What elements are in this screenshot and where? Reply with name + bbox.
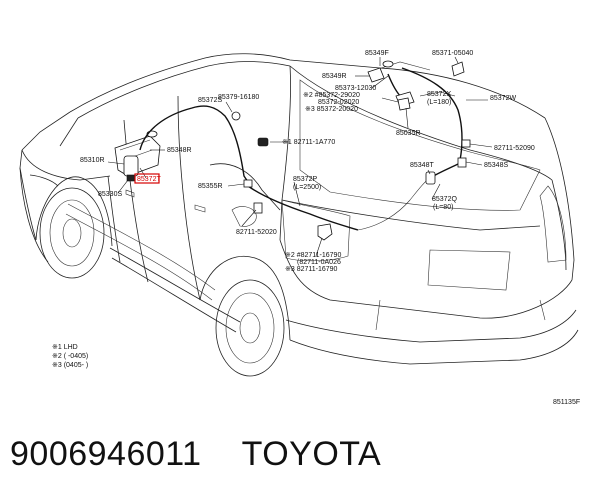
label-82711-52090: 82711-52090 [494,145,535,152]
label-85372Y: ※3 85372-20020 [305,106,358,113]
clamp-52090 [461,139,471,148]
label-85330S: 85330S [98,191,122,198]
caption: 9006946011 TOYOTA [10,430,590,478]
leader-lines [107,56,493,257]
figure-number: 851135F [553,399,580,406]
cap-85371 [451,61,465,77]
label-85349F: 85349F [365,50,389,57]
joint-85355R [243,179,253,188]
label-82711-0a026: (82711-0A026 [297,259,341,266]
part-number: 9006946011 [10,435,202,473]
washer-components [114,60,471,241]
grommet-16790 [317,223,333,241]
label-85372P: 85372P [293,176,317,183]
label-82711-1a770: ※1 82711-1A770 [282,139,335,146]
label-85372B: 85372-02020 [318,99,359,106]
label-85349R: 85349R [322,73,347,80]
label-85310R: 85310R [80,157,105,164]
nozzle-85349R [367,67,385,83]
label-l180: (L=180) [427,99,451,106]
label-85348T: 85348T [410,162,434,169]
part-labels: 85349F 85371-05040 85349R 85373-12030 ※2… [80,50,535,273]
note-after-0405: ※3 (0405- ) [52,362,88,369]
nozzle-85349F [382,60,394,68]
grommet-1a770 [257,137,269,147]
clamp-52020 [253,202,263,214]
label-85372S: 85372S [198,97,222,104]
joint-85348S [457,157,467,168]
label-l80: (L=80) [433,204,453,211]
clip-85379 [231,111,241,121]
joint-85372 [397,97,411,111]
label-85373: 85373-12030 [335,85,376,92]
label-85372Q: 85372Q [432,196,457,203]
label-85372X: 85372X [427,91,451,98]
hose-85372S [139,105,249,183]
label-85372W: 85372W [490,95,516,102]
label-82711-16790-a: ※2 #82711-16790 [285,252,341,259]
label-85372T: 85372T [137,176,161,183]
hose-85372W [401,67,463,165]
parts-diagram: 85349F 85371-05040 85349R 85373-12030 ※2… [19,50,580,406]
label-82711-52020: 82711-52020 [236,229,277,236]
note-before-0405: ※2 ( -0405) [52,353,88,360]
label-85348S: 85348S [484,162,508,169]
label-85371: 85371-05040 [432,50,473,57]
vehicle-body [19,53,579,377]
label-82711-16790-b: ※3 82711-16790 [285,266,338,273]
label-85355R: 85355R [198,183,223,190]
label-85035R: 85035R [396,130,421,137]
washer-pump [123,155,139,177]
hose-85372P [247,185,359,231]
footnotes: ※1 LHD ※2 ( -0405) ※3 (0405- ) [52,344,88,369]
highlight-box [134,173,160,184]
label-85372Z: ※2 #85372-29020 [303,92,360,99]
note-lhd: ※1 LHD [52,344,78,351]
label-l2500: (L=2500) [293,184,321,191]
brand-name: TOYOTA [241,435,382,473]
hose-85372X [387,73,403,99]
valve-85348T [425,171,436,185]
label-85348R: 85348R [167,147,192,154]
label-85379: 85379-16180 [218,94,259,101]
